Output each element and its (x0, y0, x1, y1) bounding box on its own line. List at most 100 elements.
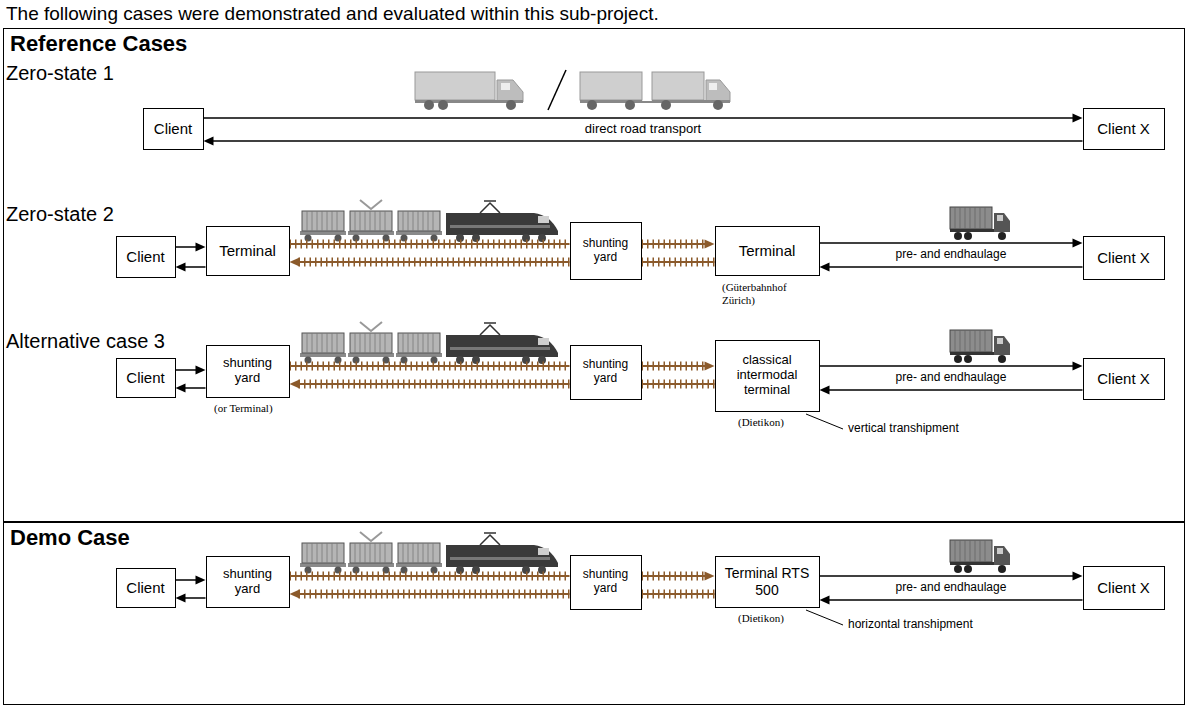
road-arrow (820, 596, 1083, 605)
section-band: Reference CasesClientClient XClientTermi… (3, 28, 1185, 522)
process-box: Client (116, 236, 176, 278)
wheel (506, 100, 516, 110)
box-label: Client X (1097, 249, 1150, 266)
lorry (415, 72, 523, 110)
rail-ties (642, 258, 715, 267)
rail-ties (290, 240, 570, 249)
connector-line (176, 369, 197, 371)
rail-track (642, 594, 715, 595)
connector-line (820, 575, 1074, 577)
rail-ties (290, 572, 570, 581)
connector-line (299, 593, 570, 595)
box-label: Client (126, 248, 164, 265)
box-label: Client X (1097, 370, 1150, 387)
arrowhead (176, 594, 186, 603)
train (300, 322, 558, 364)
rail-ties (290, 362, 570, 371)
box-label: shunting yard (210, 567, 286, 597)
rail-track (290, 576, 570, 577)
connector-line (185, 597, 206, 599)
arrowhead (290, 258, 300, 267)
connector-line (829, 266, 1083, 268)
container-truck (950, 207, 1010, 240)
truck-cab (706, 80, 730, 102)
connector-line (829, 389, 1083, 391)
page-title: The following cases were demonstrated an… (6, 3, 659, 25)
road-arrow (176, 594, 206, 603)
cab-window (501, 83, 510, 90)
road-arrow (820, 386, 1083, 395)
box-label: Client X (1097, 120, 1150, 137)
box-label: Terminal (219, 242, 276, 259)
arrowhead (196, 366, 206, 375)
connector-line (176, 246, 197, 248)
slash (548, 70, 566, 110)
box-label: Client (126, 369, 164, 386)
arrowhead (290, 590, 300, 599)
wheel (661, 100, 671, 110)
connector-line (642, 383, 715, 385)
train (300, 532, 558, 574)
road-arrow (820, 572, 1083, 581)
container-truck (950, 540, 1010, 573)
edge-label: pre- and endhaulage (893, 581, 1010, 595)
rail-ties (299, 380, 570, 389)
wheel (424, 100, 434, 110)
case-name: Zero-state 2 (6, 203, 114, 226)
road-arrow (820, 239, 1083, 248)
road-arrow (176, 384, 206, 393)
arrowhead (705, 572, 715, 581)
connector-line (290, 365, 570, 367)
process-box: Client X (1083, 236, 1165, 280)
arrowhead (196, 576, 206, 585)
process-box: Client X (1083, 108, 1165, 150)
box-label: Client (126, 579, 164, 596)
box-label: Client X (1097, 579, 1150, 596)
arrowhead (176, 263, 186, 272)
process-box: Client X (1083, 358, 1165, 400)
rail-ties (642, 362, 706, 371)
connector-line (820, 242, 1074, 244)
edge-label: direct road transport (582, 122, 704, 137)
section-heading: Reference Cases (10, 31, 187, 56)
rail-ties (642, 380, 715, 389)
truck-trailer (580, 72, 730, 110)
process-box: shunting yard (570, 555, 642, 610)
edge-label: pre- and endhaulage (893, 248, 1010, 262)
connector-line (642, 575, 706, 577)
box-label: shunting yard (574, 237, 638, 265)
arrowhead (290, 380, 300, 389)
arrowhead (204, 137, 214, 146)
connector-line (290, 575, 570, 577)
road-arrow (176, 366, 206, 375)
rail-track (290, 366, 570, 367)
arrowhead (196, 243, 206, 252)
process-box: Terminal (715, 226, 820, 276)
note-label: (Dietikon) (738, 612, 784, 625)
section-heading: Demo Case (10, 525, 130, 550)
connector-line (299, 383, 570, 385)
connector-line (290, 243, 570, 245)
connector-line (642, 365, 706, 367)
arrowhead (1073, 362, 1083, 371)
train (300, 200, 558, 242)
rail-track (642, 362, 715, 371)
section-band: Demo CaseClient shunting yard shunting yar… (3, 522, 1185, 705)
rail-track (290, 590, 570, 599)
connector-line (642, 243, 706, 245)
process-box: shunting yard (206, 345, 290, 398)
connector-line (176, 579, 197, 581)
wheel (587, 100, 597, 110)
note-label: vertical transhipment (848, 422, 959, 436)
leader-line (806, 610, 843, 625)
leader-line (806, 414, 843, 429)
rail-ties (642, 590, 715, 599)
process-box: classical intermodal terminal (715, 340, 820, 412)
road-arrow (176, 576, 206, 585)
arrowhead (1073, 114, 1083, 123)
connector-line (185, 387, 206, 389)
edge-label: pre- and endhaulage (893, 371, 1010, 385)
rail-track (642, 384, 715, 385)
process-box: shunting yard (570, 222, 642, 280)
